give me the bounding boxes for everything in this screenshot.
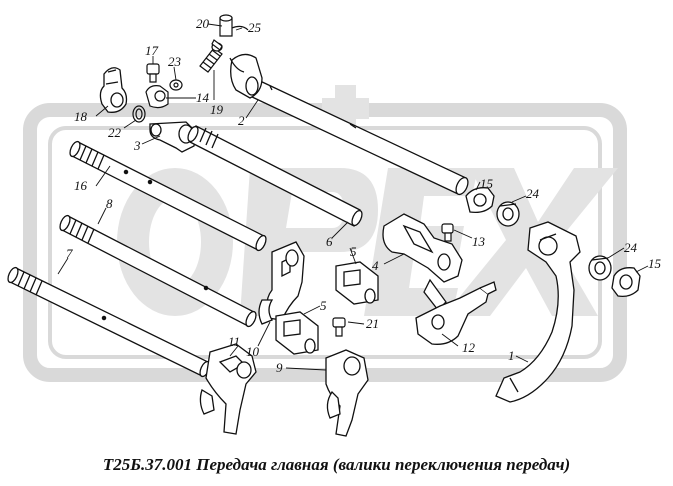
callout-18: 18 xyxy=(74,109,88,124)
part-4-lever xyxy=(382,213,463,311)
callout-16: 16 xyxy=(74,178,88,193)
callout-15-upper: 15 xyxy=(480,176,494,191)
part-11-fork xyxy=(199,343,257,435)
callout-5-lower: 5 xyxy=(320,298,327,313)
part-23-washer xyxy=(169,79,183,91)
part-7-rod xyxy=(7,266,211,378)
callout-15-lower: 15 xyxy=(648,256,662,271)
callout-labels: 20 25 17 23 14 19 18 22 3 2 16 8 7 6 5 4… xyxy=(66,16,662,375)
callout-13: 13 xyxy=(472,234,486,249)
callout-1: 1 xyxy=(508,348,515,363)
callout-24-lower: 24 xyxy=(624,240,638,255)
part-1-curved-lever xyxy=(495,221,581,403)
callout-23: 23 xyxy=(168,54,182,69)
callout-9: 9 xyxy=(276,360,283,375)
callout-19: 19 xyxy=(210,102,224,117)
callout-14: 14 xyxy=(196,90,210,105)
part-16-rod xyxy=(69,140,267,252)
part-14-nut xyxy=(145,85,169,109)
callout-22: 22 xyxy=(108,125,122,140)
callout-21: 21 xyxy=(366,316,379,331)
part-6-rod xyxy=(187,125,363,227)
part-12-lever xyxy=(415,281,497,345)
callout-8: 8 xyxy=(106,196,113,211)
part-21-screw xyxy=(332,317,346,337)
part-8-rod xyxy=(59,214,257,328)
part-25-cotter xyxy=(231,25,249,31)
part-13-screw xyxy=(441,223,454,242)
callout-4: 4 xyxy=(372,258,379,273)
part-17-screw xyxy=(146,63,160,83)
callout-5-upper: 5 xyxy=(350,244,357,259)
callout-3: 3 xyxy=(133,138,141,153)
callout-2: 2 xyxy=(238,113,245,128)
callout-11: 11 xyxy=(228,334,240,349)
callout-12: 12 xyxy=(462,340,476,355)
part-5-block-upper xyxy=(335,261,379,305)
callout-25: 25 xyxy=(248,20,262,35)
part-24-bushing-lower xyxy=(588,255,612,281)
callout-20: 20 xyxy=(196,16,210,31)
part-19-threaded-bolt xyxy=(199,39,223,73)
part-20-pin xyxy=(219,14,233,37)
callout-24-upper: 24 xyxy=(526,186,540,201)
callout-17: 17 xyxy=(145,43,159,58)
part-22-ring xyxy=(132,105,146,123)
part-15-washer-lower xyxy=(611,267,641,298)
part-5-block-lower xyxy=(275,311,319,355)
figure-caption: Т25Б.37.001 Передача главная (валики пер… xyxy=(102,455,571,474)
part-15-washer-upper xyxy=(465,187,495,214)
callout-10: 10 xyxy=(246,344,260,359)
part-24-bushing-upper xyxy=(496,201,520,227)
part-9-fork xyxy=(325,349,369,437)
leader-lines xyxy=(57,23,649,371)
part-18-bracket xyxy=(99,67,128,113)
callout-6: 6 xyxy=(326,234,333,249)
callout-7: 7 xyxy=(66,246,73,261)
part-2-rod xyxy=(229,53,469,196)
